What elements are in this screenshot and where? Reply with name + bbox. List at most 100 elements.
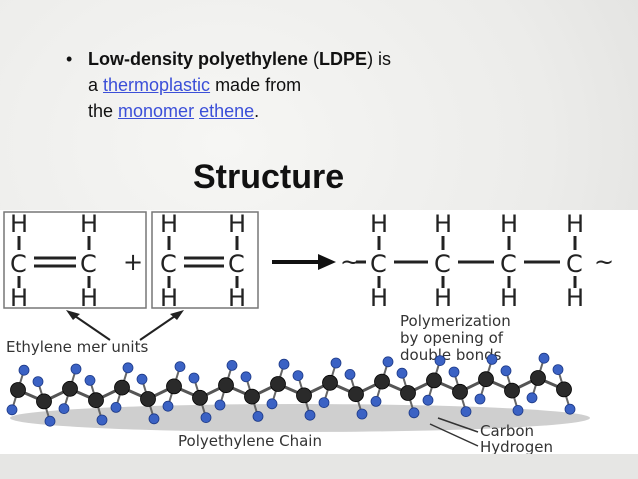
monomer-2: H H C C H H <box>160 210 246 312</box>
hydrogen-ball <box>240 371 252 383</box>
carbon-ball <box>192 389 208 406</box>
carbon-pointer <box>437 417 479 433</box>
carbon-ball <box>296 387 312 404</box>
c-atom: C <box>434 250 451 278</box>
carbon-ball <box>218 377 234 394</box>
text-fragment: . <box>254 101 260 121</box>
h-atom: H <box>434 210 452 238</box>
carbon-ball <box>556 381 572 398</box>
monomer-box-1 <box>3 211 147 309</box>
hydrogen-ball <box>18 364 30 376</box>
carbon-label: Carbon <box>480 422 534 440</box>
hydrogen-ball <box>408 407 420 419</box>
carbon-ball <box>270 376 286 392</box>
section-heading: Structure <box>193 158 345 196</box>
h-atom: H <box>370 284 388 312</box>
hydrogen-ball <box>136 373 148 385</box>
hydrogen-ball <box>500 365 512 377</box>
h-atom: H <box>228 284 246 312</box>
thermoplastic-link[interactable]: thermoplastic <box>103 75 211 95</box>
h-atom: H <box>10 284 28 312</box>
diagram-svg: H H C C H H + H H C C H H <box>3 210 614 454</box>
hydrogen-ball <box>448 366 460 378</box>
text-fragment: made from <box>210 75 302 95</box>
carbon-ball <box>478 371 494 388</box>
plus-sign: + <box>123 248 143 276</box>
hydrogen-ball <box>6 404 18 416</box>
hydrogen-ball <box>344 368 356 380</box>
hydrogen-ball <box>252 410 264 422</box>
carbon-ball <box>62 380 78 397</box>
c-atom: C <box>80 250 97 278</box>
hydrogen-ball <box>148 413 160 425</box>
chain-end-right: ~ <box>594 248 614 276</box>
c-atom: C <box>500 250 517 278</box>
hydrogen-ball <box>226 359 238 371</box>
monomer-link[interactable]: monomer <box>118 101 195 121</box>
c-atom: C <box>370 250 387 278</box>
h-atom: H <box>10 210 28 238</box>
hydrogen-ball <box>70 363 82 375</box>
c-atom: C <box>10 250 27 278</box>
h-atom: H <box>370 210 388 238</box>
slide-footer-strip <box>0 454 638 479</box>
carbon-ball <box>322 374 338 391</box>
hydrogen-ball <box>538 352 550 364</box>
hydrogen-ball <box>188 372 200 384</box>
ethene-link[interactable]: ethene <box>199 101 255 121</box>
hydrogen-label: Hydrogen <box>480 438 553 454</box>
chain-shadow <box>10 404 590 432</box>
hydrogen-ball <box>44 415 56 427</box>
hydrogen-ball <box>58 403 70 415</box>
carbon-ball <box>244 388 260 405</box>
hydrogen-ball <box>162 400 174 412</box>
hydrogen-ball <box>370 395 382 407</box>
h-atom: H <box>80 284 98 312</box>
hydrogen-ball <box>564 403 576 415</box>
hydrogen-ball <box>174 361 186 373</box>
hydrogen-ball <box>32 376 44 388</box>
hydrogen-ball <box>552 364 564 376</box>
carbon-ball <box>452 383 468 400</box>
h-atom: H <box>500 284 518 312</box>
monomer-box-2 <box>151 211 259 309</box>
h-atom: H <box>500 210 518 238</box>
carbon-ball <box>348 386 364 403</box>
hydrogen-ball <box>292 370 304 382</box>
hydrogen-ball <box>382 356 394 368</box>
mer-unit-pointers <box>66 310 184 341</box>
mer-units-label: Ethylene mer units <box>6 338 148 356</box>
hydrogen-pointer <box>429 423 479 447</box>
hydrogen-ball <box>200 412 212 424</box>
h-atom: H <box>80 210 98 238</box>
text-fragment: ( <box>308 49 320 69</box>
c-atom: C <box>566 250 583 278</box>
text-fragment: a <box>88 75 104 95</box>
hydrogen-ball <box>330 357 342 369</box>
hydrogen-ball <box>122 362 134 374</box>
polymerization-label-3: double bonds <box>400 346 502 364</box>
h-atom: H <box>566 284 584 312</box>
hydrogen-ball <box>474 393 486 405</box>
polymer-chain-formula: ~ H H H H C C C C ~ H H H H <box>340 210 614 312</box>
carbon-ball <box>374 373 390 390</box>
h-atom: H <box>160 210 178 238</box>
ldpe-abbrev: LDPE <box>319 49 368 69</box>
hydrogen-ball <box>356 408 368 420</box>
carbon-ball <box>140 391 156 407</box>
bullet-dot: • <box>66 49 73 69</box>
hydrogen-ball <box>214 399 226 411</box>
hydrogen-ball <box>266 398 278 410</box>
c-atom: C <box>228 250 245 278</box>
polymerization-label-1: Polymerization <box>400 312 511 330</box>
hydrogen-ball <box>434 355 446 367</box>
chain-label: Polyethylene Chain <box>178 432 322 450</box>
polyethylene-diagram: H H C C H H + H H C C H H <box>0 210 638 454</box>
hydrogen-ball <box>318 397 330 409</box>
hydrogen-ball <box>96 414 108 426</box>
carbon-ball <box>114 379 130 396</box>
h-atom: H <box>228 210 246 238</box>
hydrogen-ball <box>278 358 290 370</box>
ldpe-term: Low-density polyethylene <box>88 49 309 69</box>
h-atom: H <box>434 284 452 312</box>
